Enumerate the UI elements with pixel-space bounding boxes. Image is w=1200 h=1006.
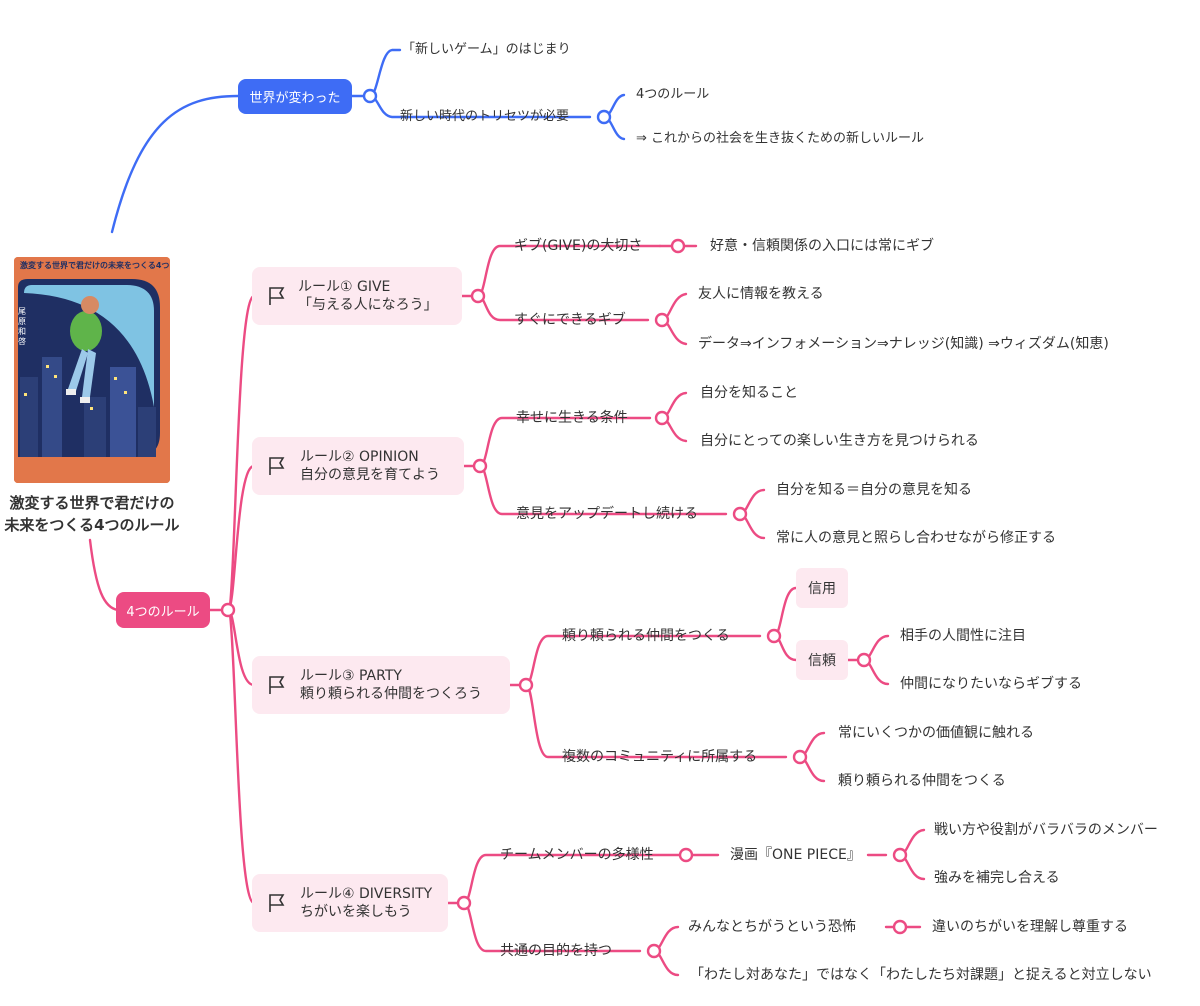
branch-world-changed[interactable]: 世界が変わった: [238, 79, 352, 114]
node-instant-give[interactable]: すぐにできるギブ: [514, 312, 626, 328]
branch-world-changed-label: 世界が変わった: [249, 91, 341, 106]
branch-four-rules-label: 4つのルール: [126, 604, 200, 620]
node-credit[interactable]: 信用: [796, 568, 848, 608]
rule3-title: ルール③ PARTY: [300, 668, 402, 684]
node-trust-label: 信頼: [808, 653, 836, 669]
node-trust[interactable]: 信頼: [796, 640, 848, 680]
node-varied-roles[interactable]: 戦い方や役割がバラバラのメンバー: [934, 822, 1158, 838]
cover-author-text: 尾原和啓: [18, 307, 26, 346]
rule2-opinion-node[interactable]: ルール② OPINION 自分の意見を育てよう: [252, 437, 464, 495]
node-team-diversity[interactable]: チームメンバーの多様性: [500, 847, 654, 863]
node-credit-label: 信用: [808, 581, 836, 597]
node-respect-differences[interactable]: 違いのちがいを理解し尊重する: [932, 919, 1128, 935]
book-title-line1: 激変する世界で君だけの: [9, 494, 175, 512]
node-us-vs-problem[interactable]: 「わたし対あなた」ではなく「わたしたち対課題」と捉えると対立しない: [690, 967, 1152, 983]
rule1-title: ルール① GIVE: [298, 279, 391, 295]
node-revise-with-others[interactable]: 常に人の意見と照らし合わせながら修正する: [776, 530, 1056, 546]
flag-icon: [269, 287, 285, 305]
node-common-goal[interactable]: 共通の目的を持つ: [500, 943, 612, 959]
book-title-line2: 未来をつくる4つのルール: [4, 516, 180, 534]
node-find-fun-life[interactable]: 自分にとっての楽しい生き方を見つけられる: [700, 433, 979, 449]
rule1-give-node[interactable]: ルール① GIVE 「与える人になろう」: [252, 267, 462, 325]
rule3-party-node[interactable]: ルール③ PARTY 頼り頼られる仲間をつくろう: [252, 656, 510, 714]
branch-four-rules[interactable]: 4つのルール: [116, 592, 210, 628]
node-new-game[interactable]: 「新しいゲーム」のはじまり: [402, 42, 571, 57]
node-happy-life-conditions[interactable]: 幸せに生きる条件: [516, 410, 628, 426]
flag-icon: [269, 676, 285, 694]
node-multiple-communities[interactable]: 複数のコミュニティに所属する: [562, 749, 758, 765]
rule1-subtitle: 「与える人になろう」: [298, 297, 438, 313]
rule4-diversity-node[interactable]: ルール④ DIVERSITY ちがいを楽しもう: [252, 874, 448, 932]
node-focus-humanity[interactable]: 相手の人間性に注目: [900, 628, 1026, 644]
rule4-title: ルール④ DIVERSITY: [300, 886, 433, 902]
node-four-rules[interactable]: 4つのルール: [636, 87, 710, 102]
flag-icon: [269, 457, 285, 475]
node-make-companions-2[interactable]: 頼り頼られる仲間をつくる: [838, 773, 1006, 789]
flag-icon: [269, 894, 285, 912]
node-complement-strengths[interactable]: 強みを補完し合える: [934, 870, 1060, 886]
node-make-companions[interactable]: 頼り頼られる仲間をつくる: [562, 628, 730, 644]
book-title: 激変する世界で君だけの 未来をつくる4つのルール: [0, 492, 184, 536]
node-new-rules-for-society[interactable]: ⇒ これからの社会を生き抜くための新しいルール: [636, 131, 925, 146]
node-fear-of-difference[interactable]: みんなとちがうという恐怖: [688, 919, 856, 935]
node-data-to-wisdom[interactable]: データ⇒インフォメーション⇒ナレッジ(知識) ⇒ウィズダム(知恵): [698, 336, 1109, 352]
node-goodwill-trust[interactable]: 好意・信頼関係の入口には常にギブ: [710, 238, 934, 254]
node-know-your-opinion[interactable]: 自分を知る＝自分の意見を知る: [776, 482, 972, 498]
node-keep-updating-opinion[interactable]: 意見をアップデートし続ける: [516, 506, 698, 522]
node-one-piece[interactable]: 漫画『ONE PIECE』: [730, 847, 861, 863]
node-give-importance[interactable]: ギブ(GIVE)の大切さ: [514, 238, 643, 254]
node-new-era-manual[interactable]: 新しい時代のトリセツが必要: [400, 109, 570, 124]
rule4-subtitle: ちがいを楽しもう: [300, 904, 412, 920]
rule2-subtitle: 自分の意見を育てよう: [300, 467, 440, 483]
rule2-title: ルール② OPINION: [300, 449, 419, 465]
node-give-to-join[interactable]: 仲間になりたいならギブする: [900, 676, 1082, 692]
node-share-info[interactable]: 友人に情報を教える: [698, 286, 824, 302]
node-touch-values[interactable]: 常にいくつかの価値観に触れる: [838, 725, 1034, 741]
rule3-subtitle: 頼り頼られる仲間をつくろう: [300, 686, 482, 702]
node-know-yourself[interactable]: 自分を知ること: [700, 385, 798, 401]
